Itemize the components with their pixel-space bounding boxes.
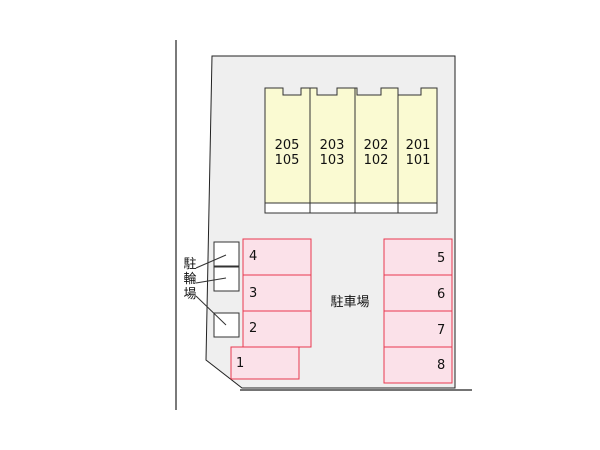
parking-space-number: 3 [249, 286, 257, 301]
unit-lower-number: 102 [364, 153, 389, 168]
parking-space [383, 238, 453, 276]
unit-lower-number: 101 [406, 153, 431, 168]
parking-space-number: 4 [249, 249, 257, 264]
parking-space-number: 6 [437, 287, 445, 302]
parking-space [383, 310, 453, 348]
parking-space-number: 1 [236, 356, 244, 371]
bike-leader-line [195, 277, 227, 284]
parking-space-number: 7 [437, 323, 445, 338]
bicycle-parking: 駐 輪 場 [183, 241, 240, 338]
unit-lower-number: 105 [275, 153, 300, 168]
parking-lot: 4 3 2 1 5 6 7 8 駐車場 [230, 238, 453, 384]
building-balcony [264, 202, 438, 214]
parking-space [383, 274, 453, 312]
unit-upper-number: 205 [275, 138, 300, 153]
bicycle-parking-label-char: 輪 [183, 271, 196, 287]
bicycle-parking-label-char: 駐 [183, 257, 196, 272]
apartment-building: 205 105 203 103 202 102 201 101 [264, 87, 438, 214]
bike-leader-line [195, 295, 227, 326]
parking-space [242, 238, 312, 276]
bike-slot [213, 241, 240, 267]
bike-slot [213, 312, 240, 338]
parking-space-number: 5 [437, 251, 445, 266]
unit-lower-number: 103 [320, 153, 345, 168]
building-outline [264, 87, 438, 204]
unit-upper-number: 203 [320, 138, 345, 153]
parking-space-number: 2 [249, 321, 257, 336]
parking-space [242, 274, 312, 312]
bike-leader-line [195, 254, 227, 269]
unit-upper-number: 201 [406, 138, 431, 153]
parking-lot-label: 駐車場 [330, 295, 369, 310]
parking-space [242, 310, 312, 348]
parking-space-number: 8 [437, 358, 445, 373]
bicycle-parking-label-char: 場 [183, 287, 196, 302]
unit-upper-number: 202 [364, 138, 389, 153]
parking-space [230, 346, 300, 380]
parking-space [383, 346, 453, 384]
